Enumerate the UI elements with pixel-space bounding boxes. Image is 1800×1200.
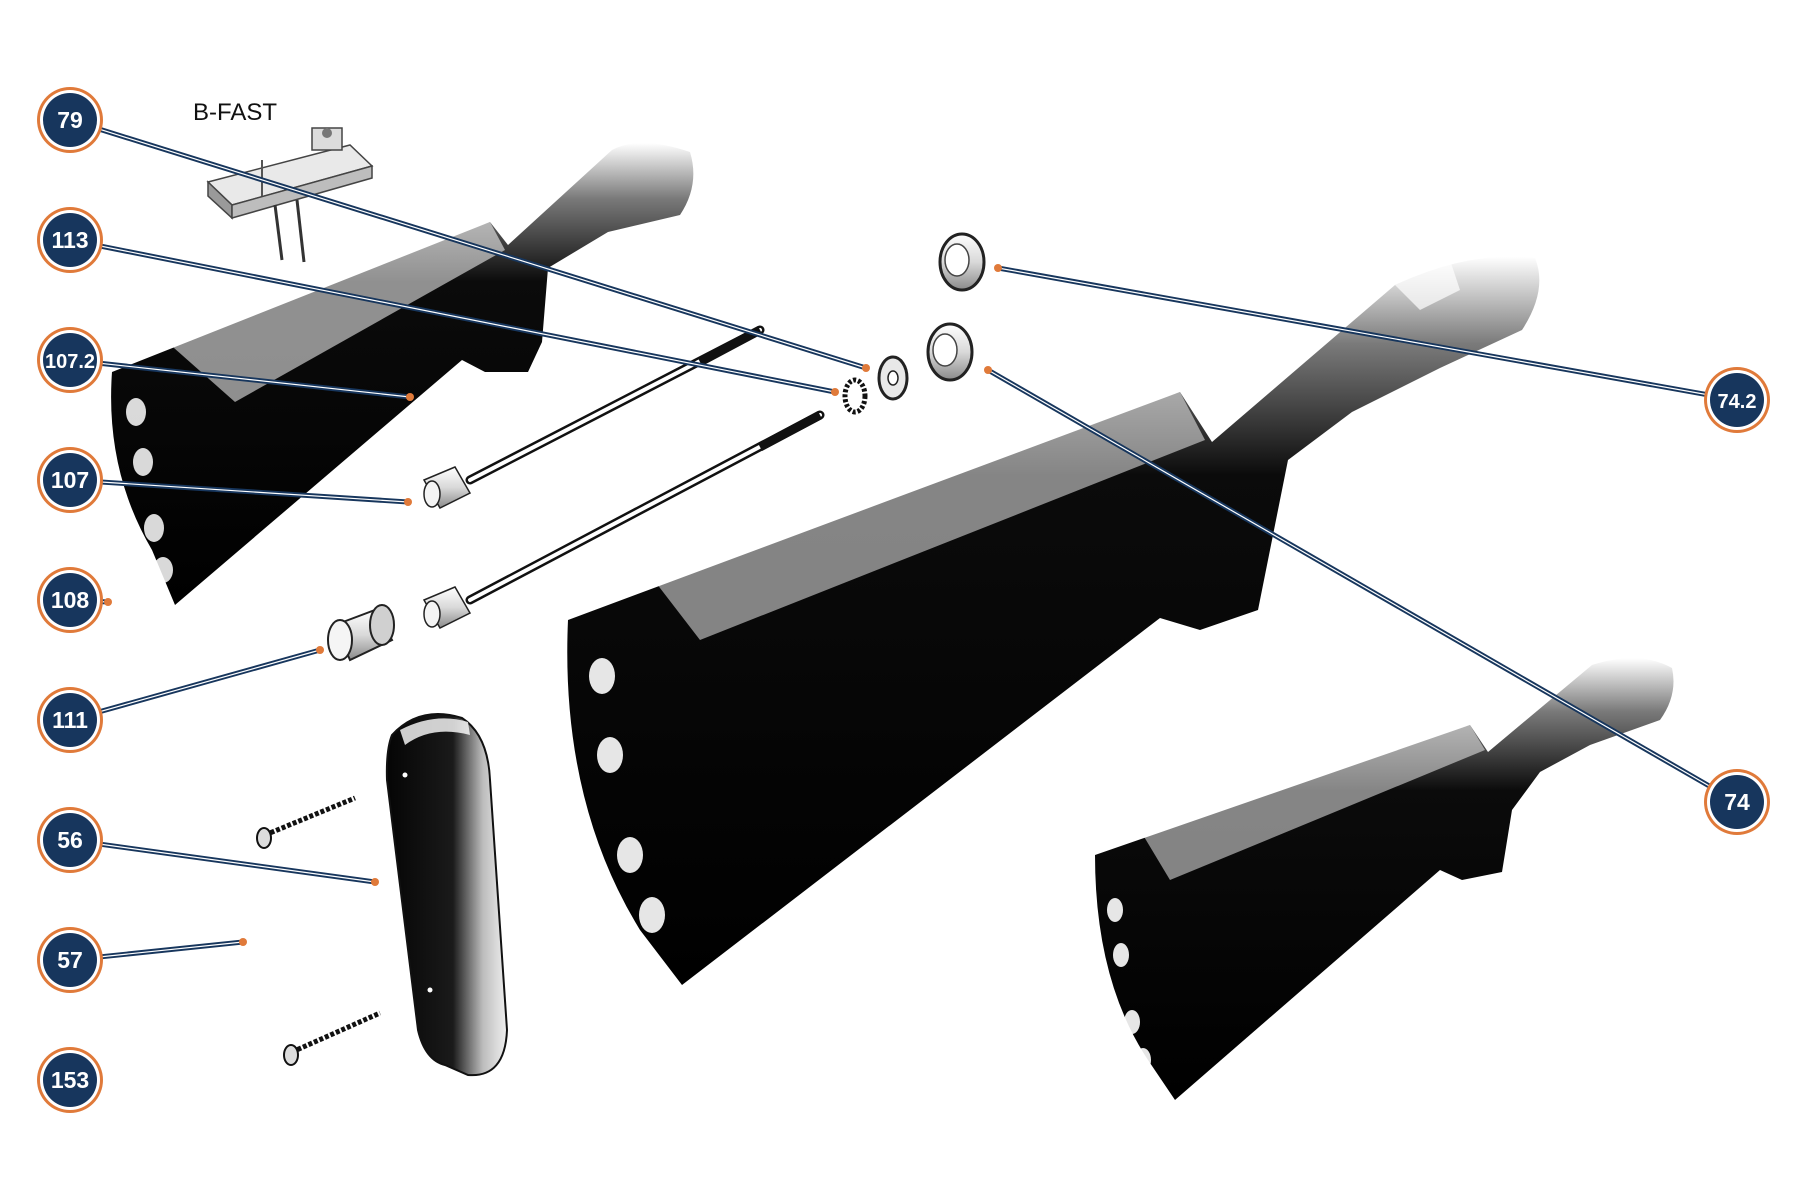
callout-label-57: 57: [57, 947, 83, 973]
callout-badges: 79 113 107.2 107 108 111 56 57 153 74.2 74: [37, 87, 1770, 1113]
callout-label-108: 108: [51, 587, 90, 613]
callout-label-79: 79: [57, 107, 83, 133]
leader-line-inner-74-2: [997, 267, 1738, 401]
anchor-dot-108: [104, 598, 112, 606]
badge-fill: [43, 1053, 97, 1107]
badge-fill: [43, 333, 97, 387]
spacer-icon: [327, 604, 395, 662]
badge-fill: [43, 693, 97, 747]
gun-stock-icon: [1095, 658, 1674, 1100]
callout-badge-79[interactable]: 79: [37, 87, 103, 153]
callout-badge-56[interactable]: 56: [37, 807, 103, 873]
badge-fill: [43, 213, 97, 267]
anchor-dot-107: [404, 498, 412, 506]
callout-label-113: 113: [51, 227, 88, 253]
callout-badge-111[interactable]: 111: [37, 687, 103, 753]
callout-label-111: 111: [52, 707, 88, 733]
leader-line-inner-79: [69, 119, 867, 369]
callout-badge-107[interactable]: 107: [37, 447, 103, 513]
callout-badge-57[interactable]: 57: [37, 927, 103, 993]
leader-line-inner-107-2: [69, 359, 411, 398]
leader-line-inner-111: [69, 649, 321, 721]
bolt-icon: [422, 325, 765, 509]
callout-badge-74[interactable]: 74: [1704, 769, 1770, 835]
recoil-pad-icon: [385, 713, 509, 1077]
anchor-dot-74: [984, 366, 992, 374]
badge-fill: [43, 93, 97, 147]
callout-badge-74-2[interactable]: 74.2: [1704, 367, 1770, 433]
anchor-dot-113: [831, 388, 839, 396]
anchor-dot-56: [371, 878, 379, 886]
lock-washer-icon: [842, 377, 868, 415]
anchor-dot-74-2: [994, 264, 1002, 272]
anchor-dot-111: [316, 646, 324, 654]
leader-lines: [69, 117, 1739, 963]
bushing-icon: [938, 232, 986, 292]
anchor-dot-57: [239, 938, 247, 946]
badge-fill: [43, 453, 97, 507]
diagram-title: B-FAST: [193, 99, 277, 126]
callout-label-74-2: 74.2: [1718, 391, 1757, 413]
bracket-icon: [206, 127, 374, 263]
leader-line-inner-74: [987, 369, 1738, 803]
badge-fill: [43, 813, 97, 867]
leader-line-inner-113: [69, 239, 836, 393]
callout-badge-153[interactable]: 153: [37, 1047, 103, 1113]
callout-badge-107-2[interactable]: 107.2: [37, 327, 103, 393]
anchor-dot-79: [862, 364, 870, 372]
screw-icon: [283, 1010, 382, 1066]
badge-fill: [43, 933, 97, 987]
screw-icon: [256, 795, 356, 849]
leader-line-inner-56: [69, 839, 376, 883]
callout-label-107-2: 107.2: [45, 351, 95, 373]
badge-fill: [1710, 373, 1764, 427]
callout-label-74: 74: [1724, 789, 1750, 815]
gun-stock-icon: [567, 256, 1540, 986]
anchor-dot-107-2: [406, 393, 414, 401]
callout-label-56: 56: [57, 827, 83, 853]
callout-label-107: 107: [51, 467, 89, 493]
badge-fill: [43, 573, 97, 627]
callout-badge-108[interactable]: 108: [37, 567, 103, 633]
leader-line-inner-107: [69, 479, 409, 503]
callout-label-153: 153: [51, 1067, 89, 1093]
washer-icon: [877, 355, 909, 401]
gun-stock-icon: [111, 142, 694, 605]
bolt-icon: [422, 410, 825, 629]
bushing-icon: [926, 322, 974, 382]
badge-fill: [1710, 775, 1764, 829]
callout-badge-113[interactable]: 113: [37, 207, 103, 273]
